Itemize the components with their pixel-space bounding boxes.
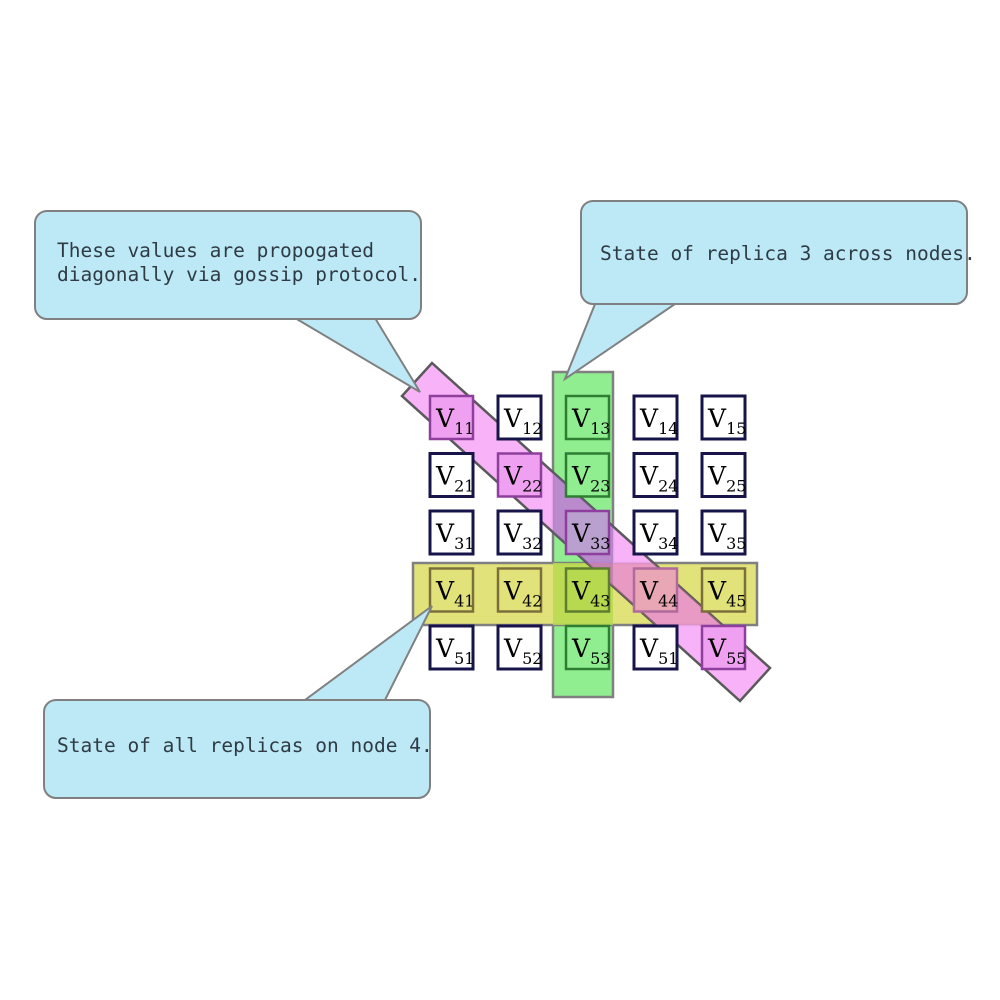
cell-box (496, 394, 543, 441)
cell-subscript: 51 (454, 649, 474, 668)
callout-tail (291, 317, 421, 393)
cell-subscript: 13 (590, 419, 610, 438)
cell-box (496, 624, 543, 671)
grid-cell-v55[interactable]: V55 (700, 624, 747, 671)
cell-subscript: 22 (522, 477, 542, 496)
cell-subscript: 35 (726, 534, 746, 553)
callout-node-4[interactable]: State of all replicas on node 4. (43, 605, 433, 799)
grid-cell-v51[interactable]: V51 (632, 624, 679, 671)
grid-cell-v42[interactable]: V42 (496, 567, 543, 613)
grid-cell-v12[interactable]: V12 (496, 394, 543, 441)
cell-box (428, 394, 475, 441)
callout-replica-3[interactable]: State of replica 3 across nodes. (562, 200, 976, 382)
cell-box (428, 509, 475, 556)
cell-subscript: 24 (658, 477, 678, 496)
cell-box (564, 624, 611, 671)
cell-subscript: 34 (658, 534, 678, 553)
grid-cell-v34[interactable]: V34 (632, 509, 679, 556)
cell-subscript: 23 (590, 477, 610, 496)
cell-box (700, 509, 747, 556)
grid-cell-v24[interactable]: V24 (632, 452, 679, 498)
grid-cell-v14[interactable]: V14 (632, 394, 679, 441)
cell-subscript: 15 (726, 419, 746, 438)
cell-subscript: 31 (454, 534, 474, 553)
callout-text: State of all replicas on node 4. (57, 734, 433, 757)
cell-subscript: 41 (454, 592, 474, 611)
cell-subscript: 44 (658, 592, 678, 611)
grid-cell-v15[interactable]: V15 (700, 394, 747, 441)
grid-cell-v51[interactable]: V51 (428, 624, 475, 671)
cell-subscript: 14 (658, 419, 678, 438)
cell-subscript: 52 (522, 649, 542, 668)
grid-cell-v13[interactable]: V13 (564, 394, 611, 441)
grid-cell-v21[interactable]: V21 (428, 452, 475, 498)
cell-box (564, 452, 611, 498)
cell-box (496, 509, 543, 556)
grid-cell-v22[interactable]: V22 (496, 452, 543, 498)
callout-tail (301, 605, 433, 701)
cell-box (496, 567, 543, 613)
cell-subscript: 51 (658, 649, 678, 668)
grid-cell-v35[interactable]: V35 (700, 509, 747, 556)
cell-box (700, 452, 747, 498)
cell-box (632, 624, 679, 671)
cell-subscript: 11 (454, 419, 474, 438)
cell-subscript: 45 (726, 592, 746, 611)
cell-subscript: 53 (590, 649, 610, 668)
grid-cell-v53[interactable]: V53 (564, 624, 611, 671)
grid-cell-v44[interactable]: V44 (632, 567, 679, 613)
cell-box (700, 394, 747, 441)
cell-box (700, 624, 747, 671)
callout-text: State of replica 3 across nodes. (600, 242, 976, 265)
grid-cell-v33[interactable]: V33 (564, 509, 611, 556)
grid-cell-v25[interactable]: V25 (700, 452, 747, 498)
cell-box (428, 567, 475, 613)
cell-subscript: 42 (522, 592, 542, 611)
grid-cell-v45[interactable]: V45 (700, 567, 747, 613)
cell-subscript: 33 (590, 534, 610, 553)
grid-cell-v11[interactable]: V11 (428, 394, 475, 441)
cell-subscript: 43 (590, 592, 610, 611)
cell-box (564, 394, 611, 441)
grid-cell-v32[interactable]: V32 (496, 509, 543, 556)
cell-box (564, 567, 611, 613)
callout-box (34, 210, 422, 320)
cell-subscript: 25 (726, 477, 746, 496)
cell-box (632, 509, 679, 556)
callout-box (43, 699, 431, 799)
grid-cell-v52[interactable]: V52 (496, 624, 543, 671)
callout-box (580, 200, 968, 305)
cell-subscript: 12 (522, 419, 542, 438)
grid-cell-v31[interactable]: V31 (428, 509, 475, 556)
grid-cell-v41[interactable]: V41 (428, 567, 475, 613)
cell-box (428, 624, 475, 671)
cell-box (632, 567, 679, 613)
cell-subscript: 32 (522, 534, 542, 553)
cell-box (632, 452, 679, 498)
cell-subscript: 21 (454, 477, 474, 496)
callout-tail (562, 303, 679, 382)
cell-box (564, 509, 611, 556)
cell-box (700, 567, 747, 613)
cell-subscript: 55 (726, 649, 746, 668)
cell-box (632, 394, 679, 441)
grid-cell-v43[interactable]: V43 (564, 567, 611, 613)
grid-cell-v23[interactable]: V23 (564, 452, 611, 498)
cell-box (496, 452, 543, 498)
cell-box (428, 452, 475, 498)
